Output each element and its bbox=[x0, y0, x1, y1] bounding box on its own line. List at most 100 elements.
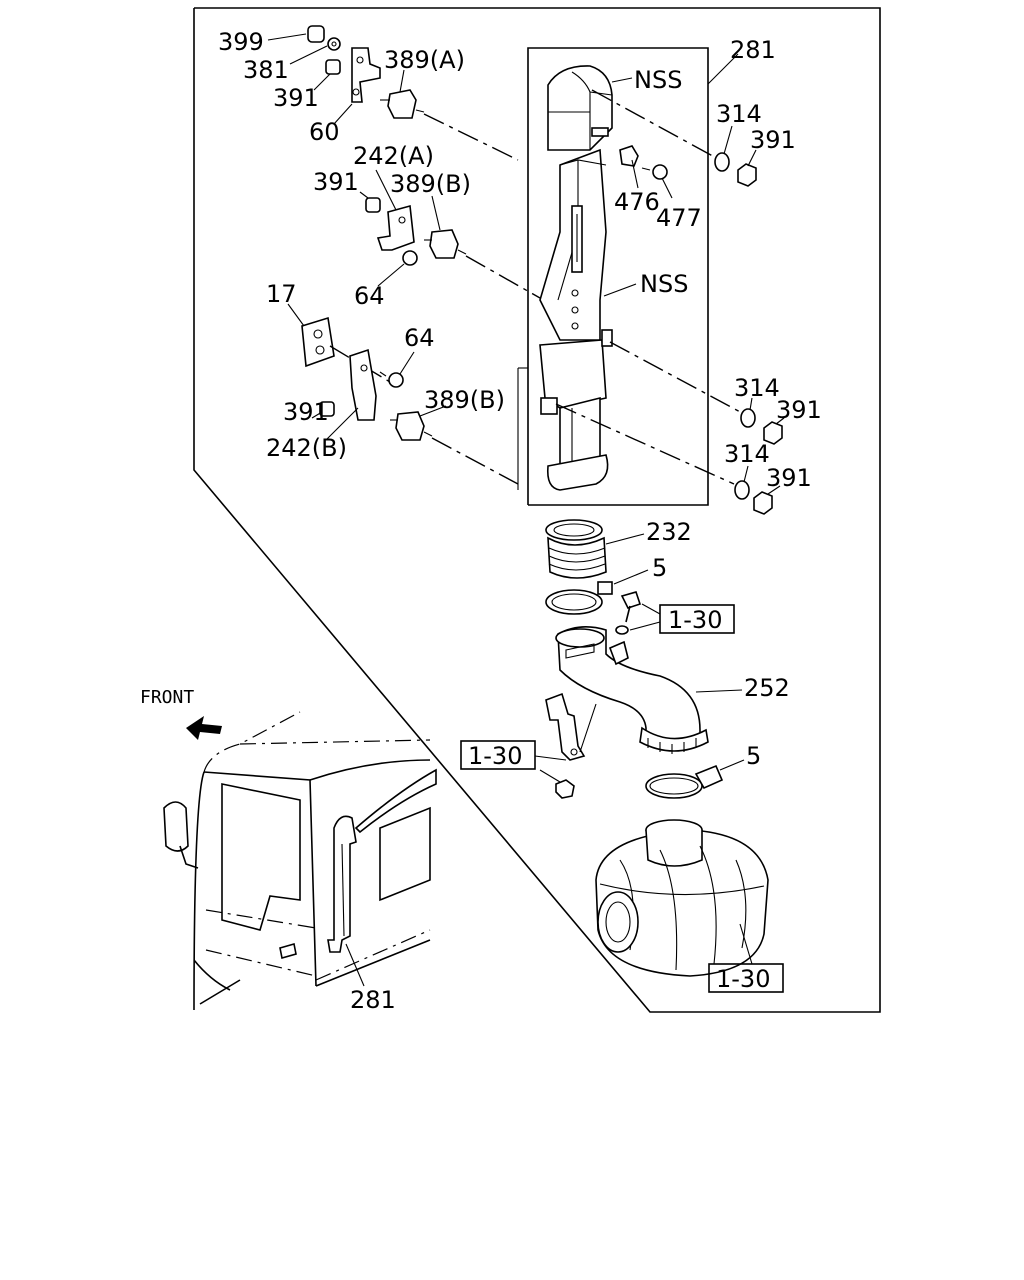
ref-label-a: 1-30 bbox=[668, 606, 722, 634]
assembly-281-box bbox=[527, 47, 709, 506]
nut-391-a bbox=[737, 163, 757, 187]
leader-5-low bbox=[719, 759, 745, 771]
leader-60 bbox=[333, 103, 353, 125]
ref-box-b bbox=[460, 740, 536, 770]
leader-389a bbox=[399, 69, 405, 93]
callout-381: 381 bbox=[243, 56, 289, 84]
callout-17: 17 bbox=[266, 280, 297, 308]
washer-314-c bbox=[734, 480, 750, 500]
centerline-389b-low bbox=[431, 437, 519, 485]
nut-399 bbox=[307, 25, 325, 43]
leader-477 bbox=[661, 177, 673, 199]
callout-242b: 242(B) bbox=[266, 434, 347, 462]
air-intake-duct bbox=[539, 148, 613, 491]
leader-314-b bbox=[749, 397, 753, 411]
callout-5-top: 5 bbox=[652, 554, 667, 582]
top-cap bbox=[547, 65, 613, 151]
callout-391-a: 391 bbox=[750, 126, 796, 154]
leader-389b-mid bbox=[431, 195, 441, 231]
leader-nss-top bbox=[611, 77, 633, 83]
leader-64-mid bbox=[377, 263, 405, 287]
leader-389b-low bbox=[419, 405, 447, 417]
callout-64-mid: 64 bbox=[354, 282, 385, 310]
nut-391-low bbox=[319, 401, 335, 417]
centerline-cap bbox=[591, 89, 721, 161]
callout-281-top: 281 bbox=[730, 36, 776, 64]
leader-ref-b-2 bbox=[539, 769, 561, 783]
leader-391-b bbox=[775, 417, 785, 425]
nut-391-b bbox=[763, 421, 783, 445]
callout-391-low: 391 bbox=[283, 398, 329, 426]
centerline-389a bbox=[423, 113, 519, 161]
callout-476: 476 bbox=[614, 188, 660, 216]
leader-232 bbox=[605, 533, 645, 545]
leader-ref-c bbox=[739, 923, 753, 965]
nut-ref-b bbox=[555, 779, 575, 799]
leader-391-top bbox=[313, 73, 331, 91]
mount-389b-low bbox=[390, 411, 433, 441]
leader-391-c bbox=[767, 485, 781, 495]
bracket-242b bbox=[349, 348, 377, 421]
centerline-389b-mid bbox=[465, 255, 541, 299]
leader-314-a bbox=[723, 125, 733, 155]
air-cleaner bbox=[595, 819, 769, 977]
leader-ref-a-1 bbox=[641, 603, 661, 615]
ref-label-b: 1-30 bbox=[468, 742, 522, 770]
callout-391-mid: 391 bbox=[313, 168, 359, 196]
centerline-low bbox=[555, 403, 735, 485]
plate-17 bbox=[301, 316, 335, 368]
bracket-60 bbox=[351, 47, 381, 103]
callout-nss-mid: NSS bbox=[640, 270, 688, 298]
leader-314-c bbox=[743, 465, 749, 483]
callout-314-a: 314 bbox=[716, 100, 762, 128]
support-bracket bbox=[545, 692, 586, 761]
bracket-242a bbox=[376, 204, 415, 251]
callout-281-bottom: 281 bbox=[350, 986, 396, 1014]
leader-381 bbox=[289, 45, 328, 65]
ref-box-c bbox=[708, 963, 784, 993]
bolt-64-low bbox=[379, 371, 404, 388]
front-label: FRONT bbox=[140, 687, 194, 708]
leader-391-low bbox=[311, 411, 323, 419]
leader-support bbox=[579, 703, 597, 753]
centerline-mid bbox=[609, 341, 745, 415]
callout-5-low: 5 bbox=[746, 742, 761, 770]
nut-391-top bbox=[325, 59, 341, 75]
leader-252 bbox=[695, 689, 743, 693]
leader-ref-b bbox=[534, 755, 567, 761]
leader-242a bbox=[375, 169, 397, 211]
callout-391-top: 391 bbox=[273, 84, 319, 112]
leader-399 bbox=[267, 33, 307, 41]
callout-477: 477 bbox=[656, 204, 702, 232]
leader-ref-a-2 bbox=[629, 621, 661, 631]
bellows-232 bbox=[545, 519, 607, 579]
callout-314-c: 314 bbox=[724, 440, 770, 468]
bolt-64-mid bbox=[402, 250, 418, 266]
bolt-ref-a bbox=[615, 591, 642, 635]
callout-389a: 389(A) bbox=[384, 46, 465, 74]
leader-5-top bbox=[613, 569, 649, 585]
callout-nss-top: NSS bbox=[634, 66, 682, 94]
washer-381 bbox=[327, 37, 341, 51]
callout-391-b: 391 bbox=[776, 396, 822, 424]
leader-476 bbox=[631, 159, 639, 189]
callout-399: 399 bbox=[218, 28, 264, 56]
callout-232: 232 bbox=[646, 518, 692, 546]
mount-389b-mid bbox=[424, 229, 467, 259]
leader-17 bbox=[287, 303, 305, 327]
elbow-pipe-252 bbox=[555, 626, 709, 754]
part-477 bbox=[641, 164, 668, 180]
leader-64-low bbox=[399, 351, 415, 375]
clamp-5-top bbox=[545, 581, 613, 615]
callout-314-b: 314 bbox=[734, 374, 780, 402]
callout-252: 252 bbox=[744, 674, 790, 702]
callout-389b-low: 389(B) bbox=[424, 386, 505, 414]
leader-281-top bbox=[707, 53, 739, 85]
front-arrow-icon bbox=[186, 716, 222, 740]
nut-391-mid bbox=[365, 197, 381, 213]
nut-391-c bbox=[753, 491, 773, 515]
centerline-17 bbox=[329, 345, 391, 383]
outer-frame bbox=[193, 7, 881, 1013]
